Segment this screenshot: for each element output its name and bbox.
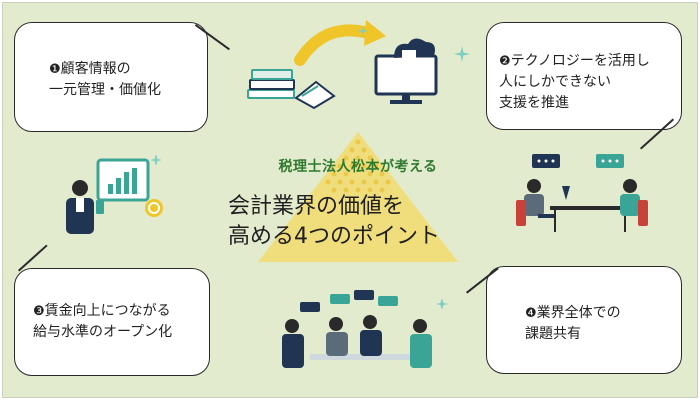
center-title-line-2: 高める4つのポイント bbox=[228, 224, 440, 249]
point-3-line-2: 給与水準のオープン化 bbox=[33, 324, 173, 340]
sparkle-icon bbox=[358, 26, 368, 36]
point-1-line-1: ❶顧客情報の bbox=[49, 61, 131, 77]
center-title: 会計業界の価値を 高める4つのポイント bbox=[228, 192, 488, 252]
center-title-line-1: 会計業界の価値を bbox=[228, 194, 405, 219]
point-4-line-1: ❹業界全体での bbox=[525, 305, 621, 321]
point-3-callout: ❸賃金向上につながる 給与水準のオープン化 bbox=[14, 268, 210, 376]
point-3-line-1: ❸賃金向上につながる bbox=[33, 303, 171, 319]
center-kicker: 税理士法人松本が考える bbox=[278, 159, 438, 175]
monitor-cloud-icon bbox=[374, 38, 438, 104]
point-2-callout: ❷テクノロジーを活用し 人にしかできない 支援を推進 bbox=[486, 22, 682, 130]
team-meeting-icon bbox=[282, 290, 448, 368]
sparkle-icon bbox=[454, 46, 470, 62]
point-2-line-3: 支援を推進 bbox=[499, 95, 569, 111]
point-1-callout: ❶顧客情報の 一元管理・価値化 bbox=[14, 22, 208, 132]
chart-person-icon bbox=[66, 154, 163, 234]
desk-meeting-icon bbox=[516, 154, 648, 232]
point-2-line-2: 人にしかできない bbox=[499, 74, 611, 90]
books-icon bbox=[247, 69, 336, 110]
point-4-line-2: 課題共有 bbox=[525, 326, 581, 342]
point-1-line-2: 一元管理・価値化 bbox=[49, 82, 161, 98]
point-2-line-1: ❷テクノロジーを活用し bbox=[499, 53, 650, 69]
point-4-callout: ❹業界全体での 課題共有 bbox=[486, 266, 682, 374]
